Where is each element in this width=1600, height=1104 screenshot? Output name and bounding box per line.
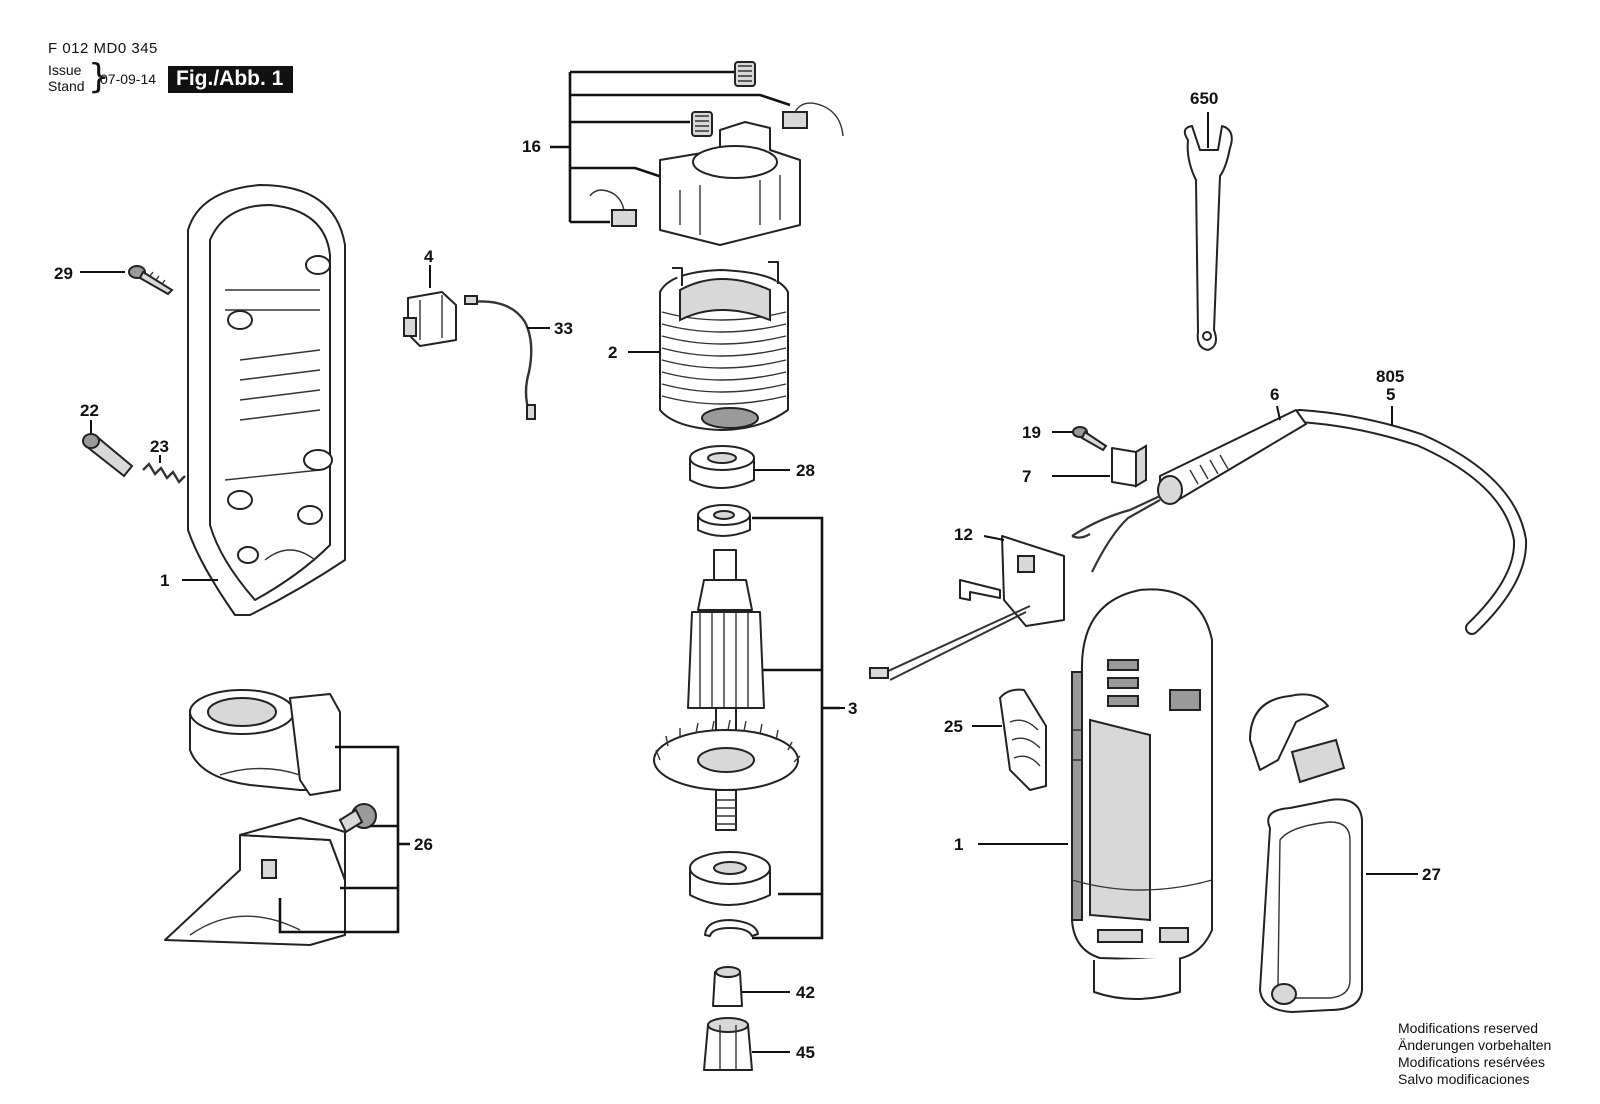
callout-5: 5 xyxy=(1386,385,1395,404)
bearing-28 xyxy=(689,445,790,489)
modifications-notice: Modifications reserved Änderungen vorbeh… xyxy=(1398,1020,1551,1088)
spring-23 xyxy=(142,455,186,484)
callout-25: 25 xyxy=(944,717,963,736)
callout-27: 27 xyxy=(1422,865,1441,884)
fan xyxy=(653,719,801,831)
issue-label: Issue Stand xyxy=(48,62,85,94)
callout-42: 42 xyxy=(796,983,815,1002)
armature xyxy=(687,549,765,749)
issue-date: 07-09-14 xyxy=(100,71,157,87)
callout-6: 6 xyxy=(1270,385,1279,404)
base-bracket xyxy=(278,745,410,934)
electronic-module-12 xyxy=(869,535,1065,681)
screw-29 xyxy=(80,265,174,296)
callout-805: 805 xyxy=(1376,367,1404,386)
callout-1-left: 1 xyxy=(160,571,169,590)
figure-label: Fig./Abb. 1 xyxy=(168,66,294,93)
callout-4: 4 xyxy=(424,247,434,266)
modifications-en: Modifications reserved xyxy=(1398,1020,1539,1036)
callout-45: 45 xyxy=(796,1043,815,1062)
cord-clamp-7 xyxy=(1052,444,1147,488)
issue-brace: } xyxy=(88,57,110,97)
callout-1-right: 1 xyxy=(954,835,963,854)
callout-3: 3 xyxy=(848,699,857,718)
armature-bracket xyxy=(752,516,840,940)
callout-7: 7 xyxy=(1022,467,1031,486)
cover-27 xyxy=(1249,693,1418,1013)
lock-pin-22 xyxy=(82,420,134,478)
callout-23: 23 xyxy=(150,437,169,456)
switch-4 xyxy=(403,265,457,347)
callout-33: 33 xyxy=(554,319,573,338)
callout-12: 12 xyxy=(954,525,973,544)
brush-holder xyxy=(659,121,801,246)
callout-22: 22 xyxy=(80,401,99,420)
callout-28: 28 xyxy=(796,461,815,480)
modifications-es: Salvo modificaciones xyxy=(1398,1071,1530,1087)
retaining-ring xyxy=(704,919,759,937)
carbon-brush-right xyxy=(782,102,844,137)
brush-holder-assembly xyxy=(550,61,844,246)
power-cord xyxy=(1071,405,1528,635)
housing-half-shell xyxy=(187,184,346,616)
modifications-fr: Modifications resérvées xyxy=(1398,1054,1546,1070)
modifications-de: Änderungen vorbehalten xyxy=(1398,1037,1552,1053)
screw-19 xyxy=(1052,426,1108,452)
collet-nut-45 xyxy=(703,1017,790,1071)
wrench-650 xyxy=(1183,112,1233,351)
base-ring xyxy=(189,689,341,796)
cable-33 xyxy=(464,295,550,420)
base-foot xyxy=(164,817,346,946)
issue-label-de: Stand xyxy=(48,78,85,94)
collet-42 xyxy=(712,966,790,1007)
callout-16: 16 xyxy=(522,137,541,156)
issue-label-en: Issue xyxy=(48,62,82,78)
assembled-housing xyxy=(1071,588,1213,1000)
callout-26: 26 xyxy=(414,835,433,854)
document-number: F 012 MD0 345 xyxy=(48,40,158,57)
armature-bearing-bottom xyxy=(689,851,771,906)
thumb-screw-26 xyxy=(338,803,377,834)
brush-spring-middle xyxy=(691,111,713,137)
callout-29: 29 xyxy=(54,264,73,283)
brush-spring-top xyxy=(734,61,756,87)
carbon-brush-left xyxy=(589,189,637,227)
armature-bearing-top xyxy=(697,504,751,537)
callout-19: 19 xyxy=(1022,423,1041,442)
field-coil-stator xyxy=(659,261,789,431)
callout-2: 2 xyxy=(608,343,617,362)
switch-slider-25 xyxy=(972,688,1047,791)
callout-650: 650 xyxy=(1190,89,1218,108)
